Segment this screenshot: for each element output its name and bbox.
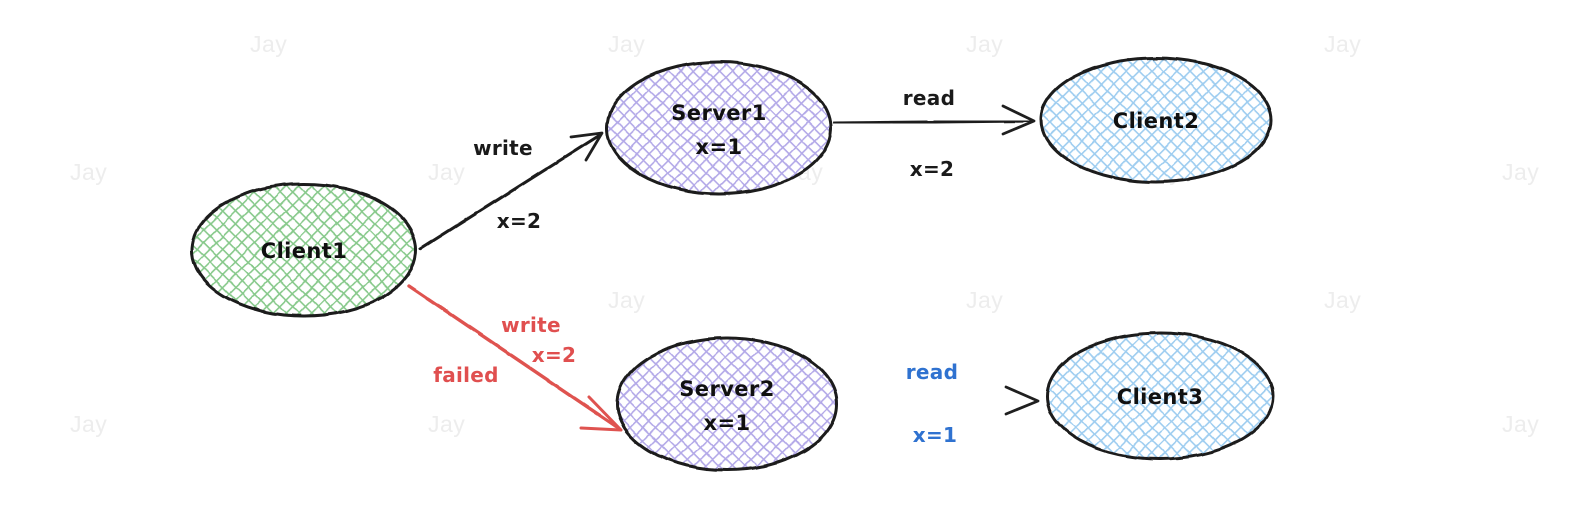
node-client3-label: Client3 [1117,385,1203,409]
watermark-text: Jay [428,411,465,437]
node-client2[interactable]: Client2 [1039,56,1273,184]
edge-label-write-value: x=2 [497,209,541,233]
watermark-text: Jay [608,31,645,57]
watermark-text: Jay [966,287,1003,313]
edge-label-read-stale-value: x=1 [913,423,957,447]
watermark-text: Jay [1502,411,1539,437]
edge-label-failed-write: write [501,313,561,337]
watermark-text: Jay [70,411,107,437]
watermark-text: Jay [1324,31,1361,57]
edge-label-failed-value: x=2 [532,343,576,367]
edge-label-read-top: read [903,86,955,110]
watermark-text: Jay [1324,287,1361,313]
node-server2-label: Server2 [679,377,774,401]
node-client1-label: Client1 [261,239,347,263]
watermark-text: Jay [70,159,107,185]
watermark-text: Jay [966,31,1003,57]
watermark-text: Jay [428,159,465,185]
edge-client1-server1[interactable]: write x=2 [418,131,604,251]
edge-label-write-top: write [473,136,533,160]
watermark-text: Jay [250,31,287,57]
node-server1[interactable]: Server1 x=1 [605,60,833,196]
watermark-text: Jay [1502,159,1539,185]
edge-label-read-stale-top: read [906,360,958,384]
edge-server2-client3[interactable]: read x=1 [838,360,1040,447]
edge-client1-server2-failed[interactable]: write x=2 failed [407,284,623,432]
edge-label-read-value: x=2 [910,157,954,181]
node-server2[interactable]: Server2 x=1 [615,336,839,472]
edge-label-failed-status: failed [433,363,499,387]
node-client3[interactable]: Client3 [1045,331,1275,461]
node-server1-value: x=1 [696,135,743,159]
node-server1-label: Server1 [671,101,766,125]
node-client1[interactable]: Client1 [190,182,418,318]
watermark-text: Jay [608,287,645,313]
node-client2-label: Client2 [1113,109,1199,133]
node-server2-value: x=1 [704,411,751,435]
edge-server1-client2[interactable]: read x=2 [832,86,1036,181]
